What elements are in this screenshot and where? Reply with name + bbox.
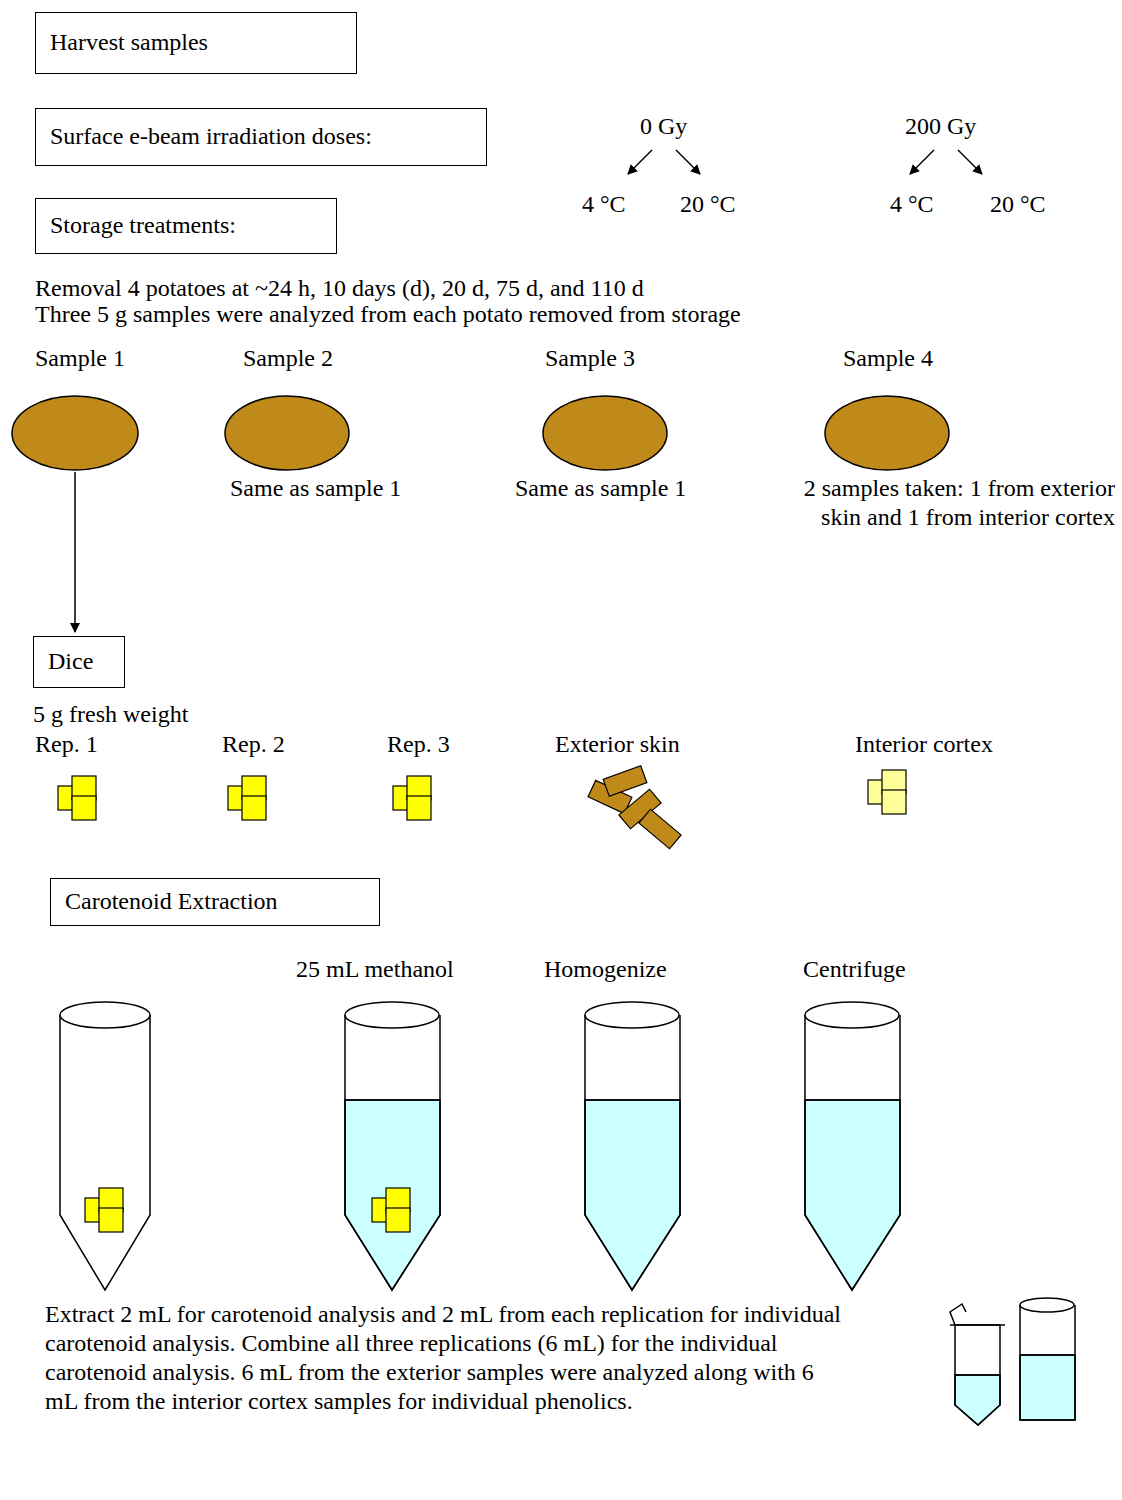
text-label: 4 °C — [582, 190, 626, 219]
text-label: 25 mL methanol — [296, 955, 454, 984]
text-label: 20 °C — [680, 190, 736, 219]
text-label: Extract 2 mL for carotenoid analysis and… — [45, 1300, 845, 1416]
text-label: Exterior skin — [555, 730, 680, 759]
centrifuge-tube — [60, 1002, 900, 1290]
box-label: Dice — [48, 647, 110, 676]
text-label: 4 °C — [890, 190, 934, 219]
box-label: Carotenoid Extraction — [65, 887, 365, 916]
text-label: Sample 3 — [545, 344, 635, 373]
step-box: Storage treatments: — [35, 198, 337, 254]
text-label: Sample 1 — [35, 344, 125, 373]
sample-vial — [950, 1298, 1075, 1425]
step-box: Surface e-beam irradiation doses: — [35, 108, 487, 166]
step-box: Dice — [33, 636, 125, 688]
potato — [12, 396, 949, 470]
skin-pieces — [588, 766, 681, 849]
text-label: Rep. 3 — [387, 730, 450, 759]
text-label: 0 Gy — [640, 112, 687, 141]
text-label: Same as sample 1 — [515, 474, 686, 503]
diced-sample — [58, 776, 96, 820]
text-label: Rep. 2 — [222, 730, 285, 759]
step-box: Harvest samples — [35, 12, 357, 74]
text-label: 2 samples taken: 1 from exterior skin an… — [760, 474, 1115, 532]
text-label: 20 °C — [990, 190, 1046, 219]
diced-sample — [228, 776, 266, 820]
diced-sample — [393, 776, 431, 820]
text-label: 200 Gy — [905, 112, 976, 141]
split-arrows — [628, 150, 982, 174]
text-label: Sample 4 — [843, 344, 933, 373]
text-label: Same as sample 1 — [230, 474, 401, 503]
text-label: Homogenize — [544, 955, 667, 984]
text-label: Rep. 1 — [35, 730, 98, 759]
text-label: Interior cortex — [855, 730, 993, 759]
text-label: Centrifuge — [803, 955, 906, 984]
diced-sample — [372, 1188, 410, 1232]
diced-sample — [85, 1188, 123, 1232]
box-label: Storage treatments: — [50, 211, 322, 240]
box-label: Surface e-beam irradiation doses: — [50, 122, 472, 151]
text-label: Three 5 g samples were analyzed from eac… — [35, 300, 741, 329]
diced-sample — [868, 770, 906, 814]
box-label: Harvest samples — [50, 28, 342, 57]
flow-arrow — [74, 472, 76, 632]
text-label: Sample 2 — [243, 344, 333, 373]
text-label: Removal 4 potatoes at ~24 h, 10 days (d)… — [35, 274, 644, 303]
step-box: Carotenoid Extraction — [50, 878, 380, 926]
text-label: 5 g fresh weight — [33, 700, 188, 729]
